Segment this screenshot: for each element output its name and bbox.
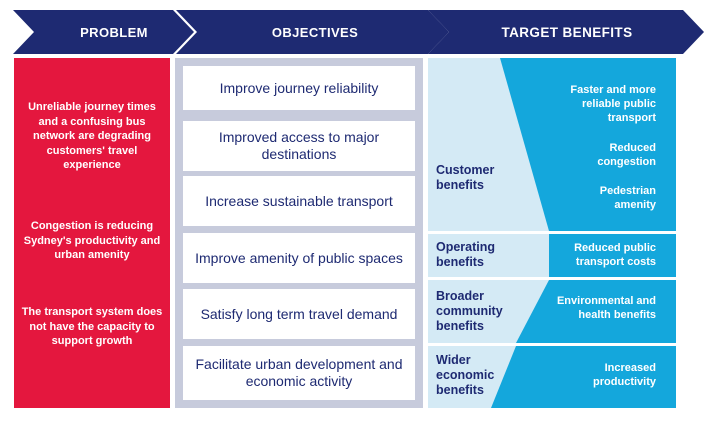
header-chevrons [13, 10, 704, 54]
objective-box: Satisfy long term travel demand [183, 289, 415, 339]
objectives-column: Improve journey reliability Improved acc… [175, 58, 423, 408]
benefit-category-label: Customer benefits [436, 163, 495, 192]
benefit-category-label: Wider economic benefits [436, 353, 495, 397]
benefit-item: Environmental and health benefits [556, 295, 656, 321]
benefit-divider [428, 277, 676, 280]
target-benefits-header: TARGET BENEFITS [501, 24, 633, 40]
problem-header-chevron [13, 10, 194, 54]
problem-header: PROBLEM [80, 24, 148, 40]
objective-box: Improve journey reliability [183, 66, 415, 110]
benefit-divider [428, 231, 676, 234]
benefit-item: Reduced public transport costs [574, 242, 656, 268]
objectives-header-chevron [176, 10, 449, 54]
objectives-header: OBJECTIVES [271, 24, 359, 40]
objective-box: Facilitate urban development and economi… [183, 346, 415, 400]
economic-benefits-cyan-area [491, 346, 676, 408]
benefit-item: Faster and more reliable public transpor… [570, 84, 656, 124]
operating-benefits-cyan-area [549, 234, 676, 277]
benefit-item: Reduced congestion [597, 142, 656, 168]
customer-benefits-cyan-area [500, 58, 676, 231]
objective-box: Improve amenity of public spaces [183, 233, 415, 283]
problem-item: Unreliable journey times and a confusing… [28, 101, 156, 171]
problem-column: Unreliable journey times and a confusing… [14, 58, 170, 408]
community-benefits-cyan-area [516, 280, 676, 343]
problem-item: Congestion is reducing Sydney's producti… [23, 220, 161, 261]
objective-box: Increase sustainable transport [183, 176, 415, 226]
problem-item: The transport system does not have the c… [21, 306, 163, 347]
benefit-item: Pedestrian amenity [599, 185, 656, 211]
benefit-category-label: Operating benefits [436, 240, 496, 269]
objective-box: Improved access to major destinations [183, 121, 415, 171]
benefit-item: Increased productivity [593, 362, 656, 388]
benefit-divider [428, 343, 676, 346]
benefit-category-label: Broader community benefits [436, 289, 503, 333]
target-benefits-header-chevron [428, 10, 704, 54]
